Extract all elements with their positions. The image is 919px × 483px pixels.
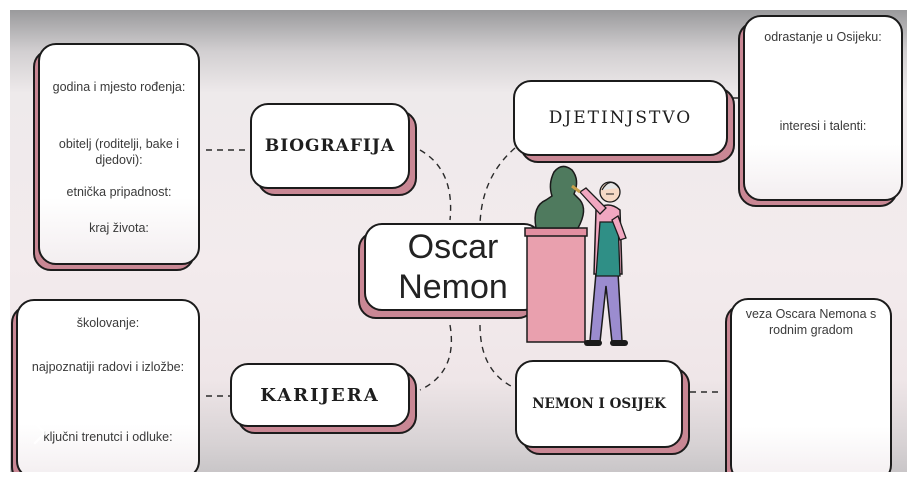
card-face: BIOGRAFIJA bbox=[250, 103, 410, 189]
sculptor-illustration bbox=[524, 165, 628, 346]
note-key-moments: ključni trenutci i odluke: bbox=[43, 430, 173, 444]
card-face: godina i mjesto rođenja: obitelj (rodite… bbox=[38, 43, 200, 265]
djetinjstvo-notes-card: odrastanje u Osijeku: interesi i talenti… bbox=[738, 15, 903, 207]
note-ethnicity: etnička pripadnost: bbox=[66, 185, 172, 199]
topic-label: NEMON I OSIJEK bbox=[532, 396, 666, 412]
center-title-line1: Oscar bbox=[407, 228, 499, 266]
center-topic: Oscar Nemon bbox=[358, 223, 542, 319]
note-works: najpoznatiji radovi i izložbe: bbox=[31, 360, 185, 374]
note-birth: godina i mjesto rođenja: bbox=[52, 80, 186, 94]
topic-label: DJETINJSTVO bbox=[548, 108, 693, 128]
topic-karijera: KARIJERA bbox=[230, 363, 417, 434]
connector-lines bbox=[206, 97, 745, 397]
note-end-of-life: kraj života: bbox=[89, 221, 149, 235]
karijera-notes-card: školovanje: najpoznatiji radovi i izložb… bbox=[11, 299, 200, 472]
note-connection-1: veza Oscara Nemona s bbox=[745, 307, 877, 321]
topic-biografija: BIOGRAFIJA bbox=[250, 103, 417, 196]
center-title-line2: Nemon bbox=[398, 268, 508, 306]
note-connection-2: rodnim gradom bbox=[768, 323, 854, 337]
topic-nemon-osijek: NEMON I OSIJEK bbox=[515, 360, 690, 455]
note-interests: interesi i talenti: bbox=[779, 119, 867, 133]
note-family-2: djedovi): bbox=[95, 153, 143, 167]
card-face: DJETINJSTVO bbox=[513, 80, 728, 156]
note-family-1: obitelj (roditelji, bake i bbox=[58, 137, 180, 151]
note-growing-up: odrastanje u Osijeku: bbox=[764, 30, 882, 44]
center-title: Oscar Nemon bbox=[366, 225, 540, 309]
card-face: školovanje: najpoznatiji radovi i izložb… bbox=[16, 299, 200, 472]
card-face: veza Oscara Nemona s rodnim gradom bbox=[730, 298, 892, 472]
card-face: odrastanje u Osijeku: interesi i talenti… bbox=[743, 15, 903, 201]
note-schooling: školovanje: bbox=[76, 316, 140, 330]
chevron-right-icon[interactable] bbox=[32, 420, 48, 446]
topic-label: BIOGRAFIJA bbox=[264, 136, 396, 156]
card-face: KARIJERA bbox=[230, 363, 410, 427]
mind-map-slide: godina i mjesto rođenja: obitelj (rodite… bbox=[10, 10, 907, 472]
card-face: NEMON I OSIJEK bbox=[515, 360, 683, 448]
osijek-notes-card: veza Oscara Nemona s rodnim gradom bbox=[725, 298, 892, 472]
topic-djetinjstvo: DJETINJSTVO bbox=[513, 80, 735, 163]
card-face: Oscar Nemon bbox=[364, 223, 542, 311]
topic-label: KARIJERA bbox=[260, 384, 380, 406]
biografija-notes-card: godina i mjesto rođenja: obitelj (rodite… bbox=[33, 43, 200, 271]
